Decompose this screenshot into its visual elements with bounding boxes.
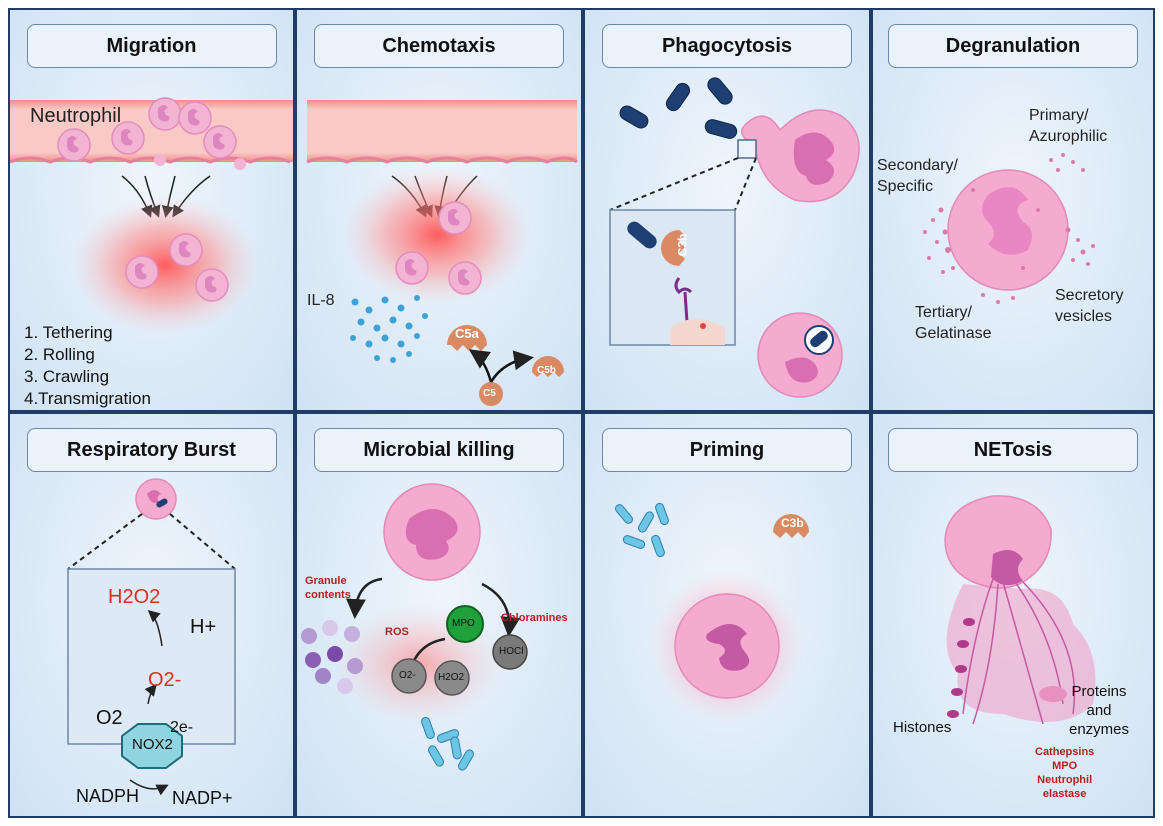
step-item: 4.Transmigration xyxy=(24,389,151,408)
neutrophil-cell xyxy=(448,261,482,295)
c5-molecule xyxy=(479,382,503,406)
cell-nucleus xyxy=(982,187,1032,255)
step-item: 3. Crawling xyxy=(24,367,110,386)
c5b-fragment xyxy=(532,356,564,377)
phagocytosis-illustration xyxy=(609,77,860,398)
degranulation-illustration xyxy=(923,153,1095,304)
ros-label: ROS xyxy=(385,626,409,638)
proteins-label: Proteins and enzymes xyxy=(1069,683,1130,738)
panel-title-priming: Priming xyxy=(602,428,852,472)
bacteria-group xyxy=(421,716,474,771)
panel-priming: Priming C3b xyxy=(583,412,871,818)
o2minus-label: O2- xyxy=(399,670,416,681)
secondary-label: Secondary/ Specific xyxy=(877,157,958,195)
nox2-enzyme xyxy=(121,723,183,769)
nadph-label: NADPH xyxy=(76,786,140,806)
zoom-box xyxy=(737,139,757,159)
granule-spheres xyxy=(301,620,363,694)
c5b-label: C5b xyxy=(537,365,556,376)
mpo-label: MPO xyxy=(452,618,475,629)
phagosome-cell xyxy=(757,312,843,398)
neutrophil-cell xyxy=(203,125,237,159)
migration-steps: 1. Tethering 2. Rolling 3. Crawling 4.Tr… xyxy=(24,322,151,410)
neutrophil-cell xyxy=(195,268,229,302)
priming-illustration xyxy=(615,502,809,724)
neutrophil-label: Neutrophil xyxy=(30,105,122,127)
netotic-cell xyxy=(944,495,1052,589)
two-e-label: 2e- xyxy=(170,719,194,736)
panel-degranulation: Degranulation Primary/ Azurophilic Secon… xyxy=(871,8,1155,412)
panel-phagocytosis: Phagocytosis C3b xyxy=(583,8,871,412)
inflammation-site xyxy=(70,195,260,335)
netosis-illustration xyxy=(944,495,1096,725)
c3b-label: C3b xyxy=(781,516,804,530)
mpo-molecule xyxy=(446,605,484,643)
bacteria-group xyxy=(619,77,738,139)
migration-illustration xyxy=(10,97,293,335)
panel-respiratory-burst: Respiratory Burst H2O2 H+ O2- O2 2e- NOX… xyxy=(8,412,295,818)
histones-label: Histones xyxy=(893,719,952,736)
panel-netosis: NETosis Histones Proteins and enzymes Ca… xyxy=(871,412,1155,818)
chemotaxis-illustration xyxy=(306,100,578,406)
neutrophil-cell xyxy=(178,101,212,135)
neutrophil-cell xyxy=(125,255,159,289)
panel-title-degranulation: Degranulation xyxy=(888,24,1138,68)
neutrophil-cell xyxy=(395,251,429,285)
il8-label: IL-8 xyxy=(307,292,335,309)
neutrophil-cell xyxy=(438,201,472,235)
tertiary-label: Tertiary/ Gelatinase xyxy=(915,304,992,342)
granule-label: Granule contents xyxy=(305,575,351,601)
panel-title-microbial-killing: Microbial killing xyxy=(314,428,564,472)
neutrophil-cell xyxy=(57,128,91,162)
panel-microbial-killing: Microbial killing Granule contents ROS M… xyxy=(295,412,583,818)
o2-label: O2 xyxy=(96,707,123,729)
o2minus-label: O2- xyxy=(148,669,182,691)
c5-label: C5 xyxy=(483,388,496,399)
cell-nucleus xyxy=(706,624,750,671)
hocl-molecule xyxy=(492,634,528,670)
hplus-label: H+ xyxy=(190,616,217,638)
nox2-label: NOX2 xyxy=(132,736,173,753)
h2o2-label: H2O2 xyxy=(438,672,465,683)
primary-label: Primary/ Azurophilic xyxy=(1029,107,1108,145)
neutrophil-cell xyxy=(169,233,203,267)
panel-title-phagocytosis: Phagocytosis xyxy=(602,24,852,68)
microbial-killing-illustration xyxy=(301,483,528,771)
bacteria-group xyxy=(615,502,669,558)
panel-title-respiratory-burst: Respiratory Burst xyxy=(26,428,277,472)
panel-migration: Migration Neutrophil 1. Tethering 2. Rol… xyxy=(8,8,295,412)
step-item: 2. Rolling xyxy=(24,345,95,364)
neutrophil-cell xyxy=(148,97,182,131)
c5a-label: C5a xyxy=(455,326,479,341)
c5a-fragment xyxy=(447,325,487,351)
secretory-label: Secretory vesicles xyxy=(1055,287,1124,325)
inflammation-site xyxy=(342,165,532,305)
panel-chemotaxis: Chemotaxis IL-8 C5a C5 C5b xyxy=(295,8,583,412)
panel-title-netosis: NETosis xyxy=(888,428,1138,472)
phagocyte-nucleus xyxy=(793,132,835,185)
protein-blob xyxy=(1039,686,1067,702)
o2minus-molecule xyxy=(391,658,427,694)
cell-nucleus xyxy=(405,509,458,560)
step-item: 1. Tethering xyxy=(24,323,113,342)
il8-dots xyxy=(350,295,428,363)
hocl-label: HOCl xyxy=(499,646,524,657)
nadp-label: NADP+ xyxy=(172,788,233,808)
histones xyxy=(947,618,975,718)
c3b-label: C3b xyxy=(675,233,690,257)
respiratory-burst-illustration xyxy=(67,478,236,796)
h2o2-label: H2O2 xyxy=(108,586,161,608)
zoom-inset xyxy=(67,568,236,745)
blood-vessel xyxy=(307,100,577,162)
panel-title-migration: Migration xyxy=(26,24,277,68)
h2o2-molecule xyxy=(434,660,470,696)
enzymes-list: Cathepsins MPO Neutrophil elastase xyxy=(1035,746,1095,800)
granules xyxy=(923,153,1095,304)
panel-title-chemotaxis: Chemotaxis xyxy=(314,24,564,68)
chloramines-label: Chloramines xyxy=(501,612,568,624)
c3b-fragment xyxy=(773,514,809,538)
